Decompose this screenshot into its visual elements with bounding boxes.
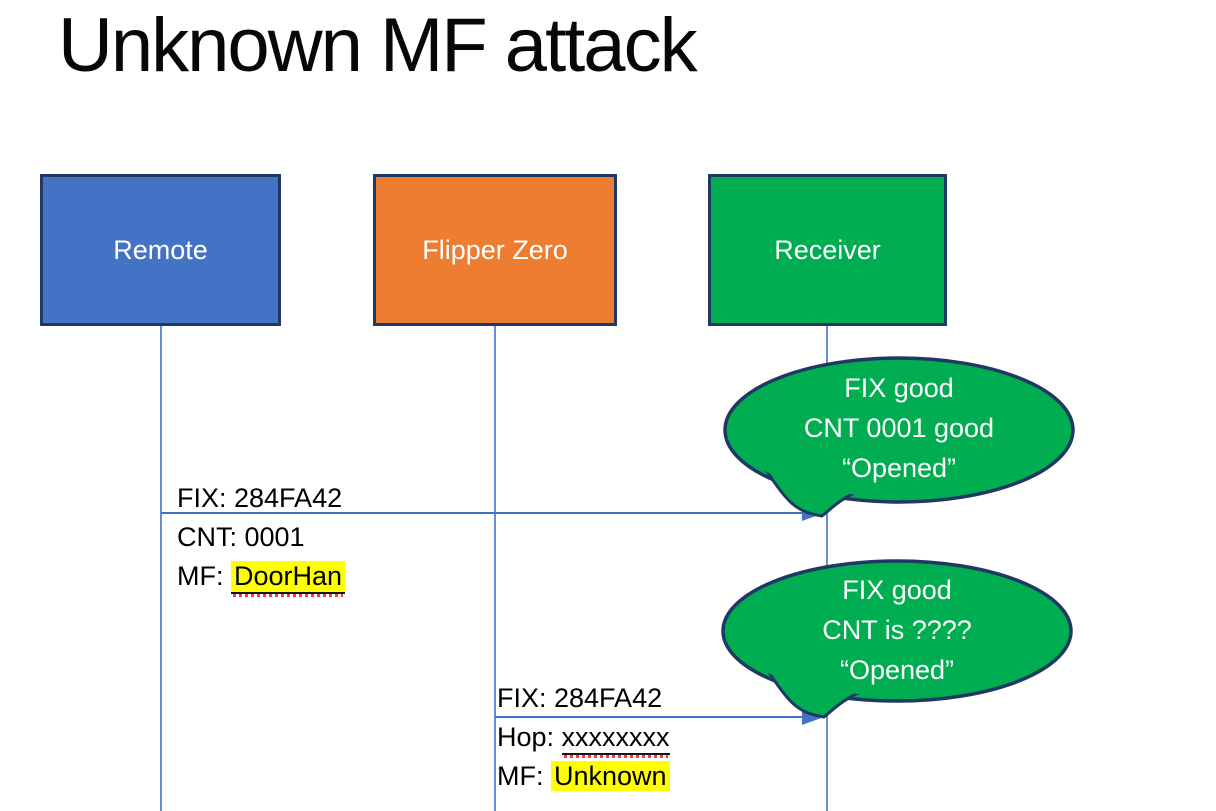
message2-hop-value: xxxxxxxx (561, 722, 670, 759)
speech-bubble-2 (721, 559, 1073, 719)
bubble2-line2: CNT is ???? (822, 615, 972, 645)
actor-label-remote: Remote (113, 234, 208, 265)
message2-line2-prefix: Hop: (497, 722, 562, 752)
message1-line1: FIX: 284FA42 (177, 483, 343, 513)
bubble1-line2: CNT 0001 good (803, 413, 995, 443)
message1-line3-prefix: MF: (177, 561, 231, 591)
message2-line2: Hop: xxxxxxxx (497, 718, 670, 759)
message1-line3: MF: DoorHan (177, 557, 346, 598)
speech-bubble-1 (723, 356, 1075, 518)
speech-bubble-1-text: FIX good CNT 0001 good “Opened” (744, 368, 1054, 488)
actor-label-receiver: Receiver (774, 234, 881, 265)
bubble1-line1: FIX good (844, 373, 954, 403)
actor-label-flipper-zero: Flipper Zero (422, 234, 568, 265)
message2-line1: FIX: 284FA42 (497, 683, 663, 713)
message1-line2: CNT: 0001 (177, 522, 305, 552)
bubble2-line1: FIX good (842, 575, 952, 605)
message2-mf-value-highlighted: Unknown (551, 761, 670, 791)
message1-mf-value-highlighted: DoorHan (231, 561, 346, 598)
bubble2-line3: “Opened” (839, 655, 955, 685)
slide-title: Unknown MF attack (58, 3, 698, 88)
actor-box-remote: Remote (40, 174, 281, 326)
message2-line3-prefix: MF: (497, 761, 551, 791)
actor-box-receiver: Receiver (708, 174, 947, 326)
bubble1-line3: “Opened” (841, 453, 957, 483)
message1-labels: FIX: 284FA42 CNT: 0001 MF: DoorHan (177, 479, 346, 598)
message2-line3: MF: Unknown (497, 757, 670, 796)
actor-box-flipper-zero: Flipper Zero (373, 174, 617, 326)
message2-labels: FIX: 284FA42 Hop: xxxxxxxx MF: Unknown (497, 679, 670, 796)
speech-bubble-2-text: FIX good CNT is ???? “Opened” (742, 570, 1052, 690)
